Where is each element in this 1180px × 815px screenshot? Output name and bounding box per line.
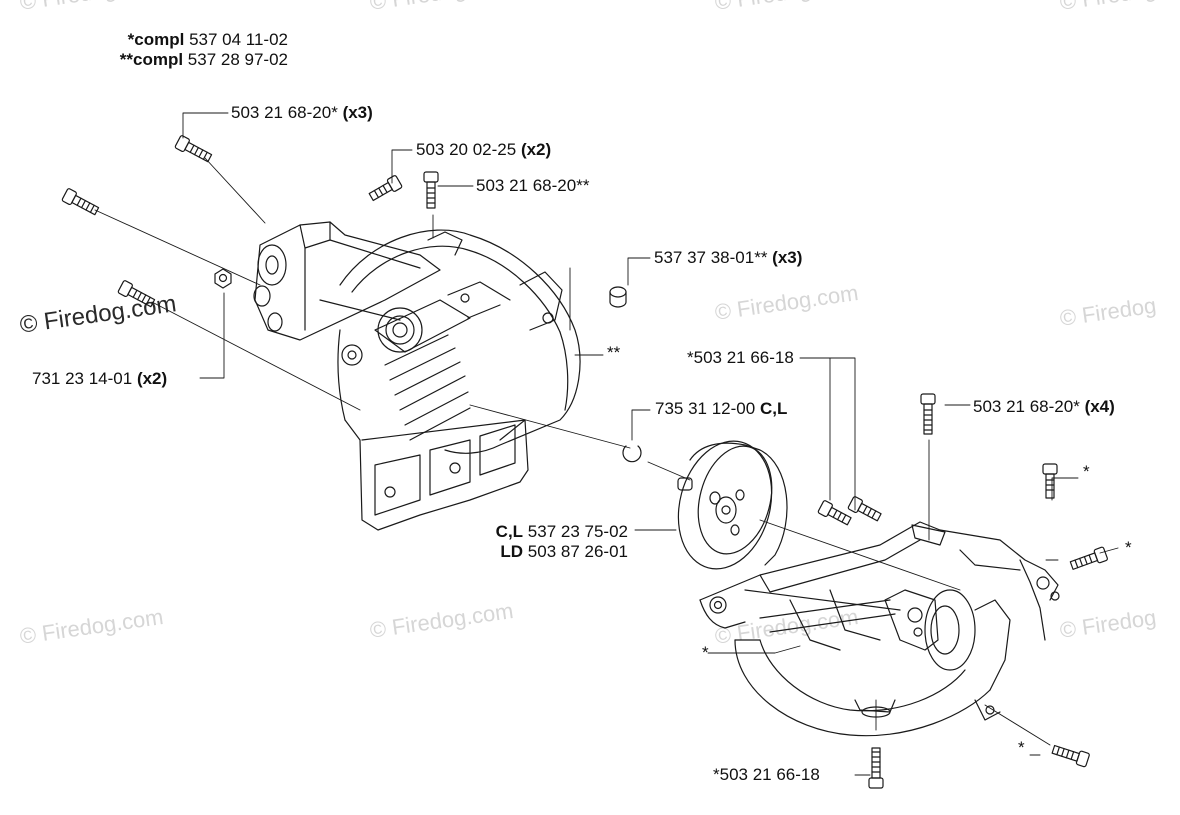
bolt-icon <box>423 171 439 209</box>
clutch-drum <box>677 440 788 570</box>
clutch-housing <box>253 221 581 531</box>
compl-note-2: **compl 537 28 97-02 <box>119 50 288 69</box>
part-label: * <box>1125 538 1132 557</box>
bolt-icon <box>61 188 100 216</box>
part-label: * <box>1083 462 1090 481</box>
bolt-icon <box>868 747 884 789</box>
bolt-icon <box>920 393 936 435</box>
bolt-icon <box>847 496 882 522</box>
clutch-drum-label-2: LD 503 87 26-01 <box>500 542 628 561</box>
bolt-icon <box>1042 463 1058 499</box>
compl-note-1: *compl 537 04 11-02 <box>127 30 288 49</box>
bushing-icon <box>609 286 627 308</box>
leader-lines <box>94 112 1119 776</box>
fasteners <box>61 135 1108 789</box>
bolt-icon <box>817 500 852 526</box>
part-label: 537 37 38-01** (x3) <box>654 248 803 267</box>
part-label: *503 21 66-18 <box>687 348 794 367</box>
circlip-icon <box>622 445 642 463</box>
part-label: 503 21 68-20* (x3) <box>231 103 373 122</box>
crankcase <box>699 521 1060 737</box>
bolt-icon <box>1069 546 1108 570</box>
part-label: 503 20 02-25 (x2) <box>416 140 552 159</box>
nut-icon <box>214 268 232 289</box>
bolt-icon <box>1051 744 1090 768</box>
part-label: 503 21 68-20* (x4) <box>973 397 1115 416</box>
part-label: *503 21 66-18 <box>713 765 820 784</box>
part-label: 735 31 12-00 C,L <box>655 399 788 418</box>
bolt-icon <box>117 280 156 308</box>
part-label: ** <box>607 343 621 362</box>
part-label: * <box>1018 738 1025 757</box>
clutch-drum-label-1: C,L 537 23 75-02 <box>495 522 628 541</box>
bolt-icon <box>368 175 403 202</box>
part-label: 731 23 14-01 (x2) <box>32 369 168 388</box>
bolt-icon <box>174 135 213 163</box>
part-label: * <box>702 643 709 662</box>
part-label: 503 21 68-20** <box>476 176 590 195</box>
